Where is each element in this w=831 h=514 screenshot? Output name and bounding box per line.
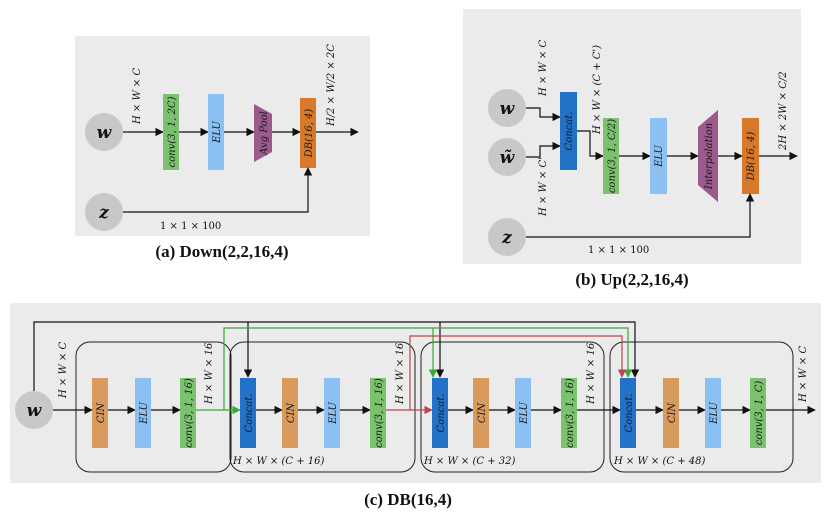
node-z-a (85, 193, 123, 231)
var-z-b: z (501, 228, 512, 248)
elu-block-a (208, 94, 224, 170)
elu-block-b (650, 118, 667, 194)
dim-16-2: H × W × 16 (395, 342, 406, 405)
dim-16-1: H × W × 16 (204, 342, 215, 405)
var-w-b: w (500, 99, 516, 119)
dim-in-c: H × W × C (58, 342, 69, 399)
panel-dense-block: w H × W × C CIN ELU conv(3, 1, 16) H × W… (10, 303, 821, 483)
avgpool-label-a: Avg Pool (259, 111, 270, 156)
skip-black (33, 321, 640, 391)
elu-label-4: ELU (709, 402, 720, 425)
db-block-b (742, 118, 759, 194)
elu-block-2 (324, 378, 340, 448)
dim-16-3: H × W × 16 (586, 342, 597, 405)
concat-label-2: Concat. (244, 394, 255, 433)
conv-label-a: conv(3, 1, 2C) (167, 96, 178, 167)
elu-block-4 (705, 378, 721, 448)
dense-layer-3 (420, 341, 605, 473)
db-block-a (300, 98, 316, 168)
concat-label-3: Concat. (436, 394, 447, 433)
dim-w-b: H × W × C (538, 40, 549, 97)
skip-green (223, 327, 633, 410)
db-label-b: DB(16, 4) (746, 132, 757, 182)
dense-layer-2 (229, 341, 416, 473)
z-dim-a: 1 × 1 × 100 (160, 221, 221, 232)
dense-layer-4 (609, 341, 794, 473)
caption-a: (a) Down(2,2,16,4) (155, 242, 288, 261)
elu-block-3 (515, 378, 531, 448)
node-w-tilde-b (488, 138, 526, 176)
concat-block-4 (620, 378, 636, 448)
conv-block-3 (561, 378, 577, 448)
conv-block-4 (750, 378, 766, 448)
dim-in-a: H × W × C (132, 68, 143, 125)
cin-label-4: CIN (667, 402, 678, 424)
concat-label-b: Concat. (564, 112, 575, 151)
concat-label-4: Concat. (624, 394, 635, 433)
dim-out-c: H × W × C (798, 346, 809, 403)
node-z-b (488, 218, 526, 256)
elu-label-3: ELU (519, 402, 530, 425)
conv-label-3: conv(3, 1, 16) (565, 378, 576, 448)
concat-block-3 (432, 378, 448, 448)
cin-label-2: CIN (286, 402, 297, 424)
dim-c16: H × W × (C + 16) (232, 456, 324, 467)
interpolation-block-b (698, 110, 718, 202)
elu-label-b: ELU (654, 145, 665, 168)
conv-block-1 (180, 378, 196, 448)
elu-label-a: ELU (212, 121, 223, 144)
dim-out-a: H/2 × W/2 × 2C (326, 44, 337, 127)
cin-block-4 (663, 378, 679, 448)
elu-block-1 (135, 378, 151, 448)
conv-block-b (603, 118, 619, 194)
cin-block-2 (282, 378, 298, 448)
db-label-a: DB(16, 4) (304, 109, 315, 159)
var-w-c: w (27, 401, 43, 421)
elu-label-1: ELU (139, 402, 150, 425)
conv-block-a (163, 94, 179, 170)
cin-block-3 (473, 378, 489, 448)
skip-red (409, 335, 627, 410)
var-w-a: w (97, 123, 113, 143)
dense-layer-1 (75, 341, 232, 473)
cin-label-3: CIN (477, 402, 488, 424)
dim-c32: H × W × (C + 32) (423, 456, 515, 467)
elu-label-2: ELU (328, 402, 339, 425)
concat-block-2 (240, 378, 256, 448)
dim-c48: H × W × (C + 48) (613, 456, 705, 467)
panel-down: w z H × W × C conv(3, 1, 2C) ELU Avg Poo… (75, 36, 370, 236)
conv-label-b: conv(3, 1, C/2) (607, 119, 618, 193)
avgpool-block-a (254, 104, 272, 162)
interpolation-label-b: Interpolation (704, 123, 715, 190)
conv-label-2: conv(3, 1, 16) (374, 378, 385, 448)
conv-label-1: conv(3, 1, 16) (184, 378, 195, 448)
dim-cat-b: H × W × (C + C') (592, 45, 603, 135)
caption-c: (c) DB(16,4) (364, 490, 452, 509)
node-w-a (85, 113, 123, 151)
var-z-a: z (98, 203, 109, 223)
var-w-tilde-b: w̃ (500, 148, 516, 168)
panel-up: w w̃ z H × W × C H × W × C' Concat. H × … (463, 9, 801, 264)
conv-label-4: conv(3, 1, C) (754, 381, 765, 446)
caption-b: (b) Up(2,2,16,4) (575, 270, 688, 289)
concat-block-b (560, 92, 577, 170)
cin-block-1 (92, 378, 108, 448)
conv-block-2 (370, 378, 386, 448)
dim-out-b: 2H × 2W × C/2 (778, 71, 789, 151)
z-dim-b: 1 × 1 × 100 (588, 245, 649, 256)
dim-wt-b: H × W × C' (538, 157, 549, 217)
cin-label-1: CIN (96, 402, 107, 424)
node-w-b (488, 89, 526, 127)
node-w-c (15, 391, 53, 429)
